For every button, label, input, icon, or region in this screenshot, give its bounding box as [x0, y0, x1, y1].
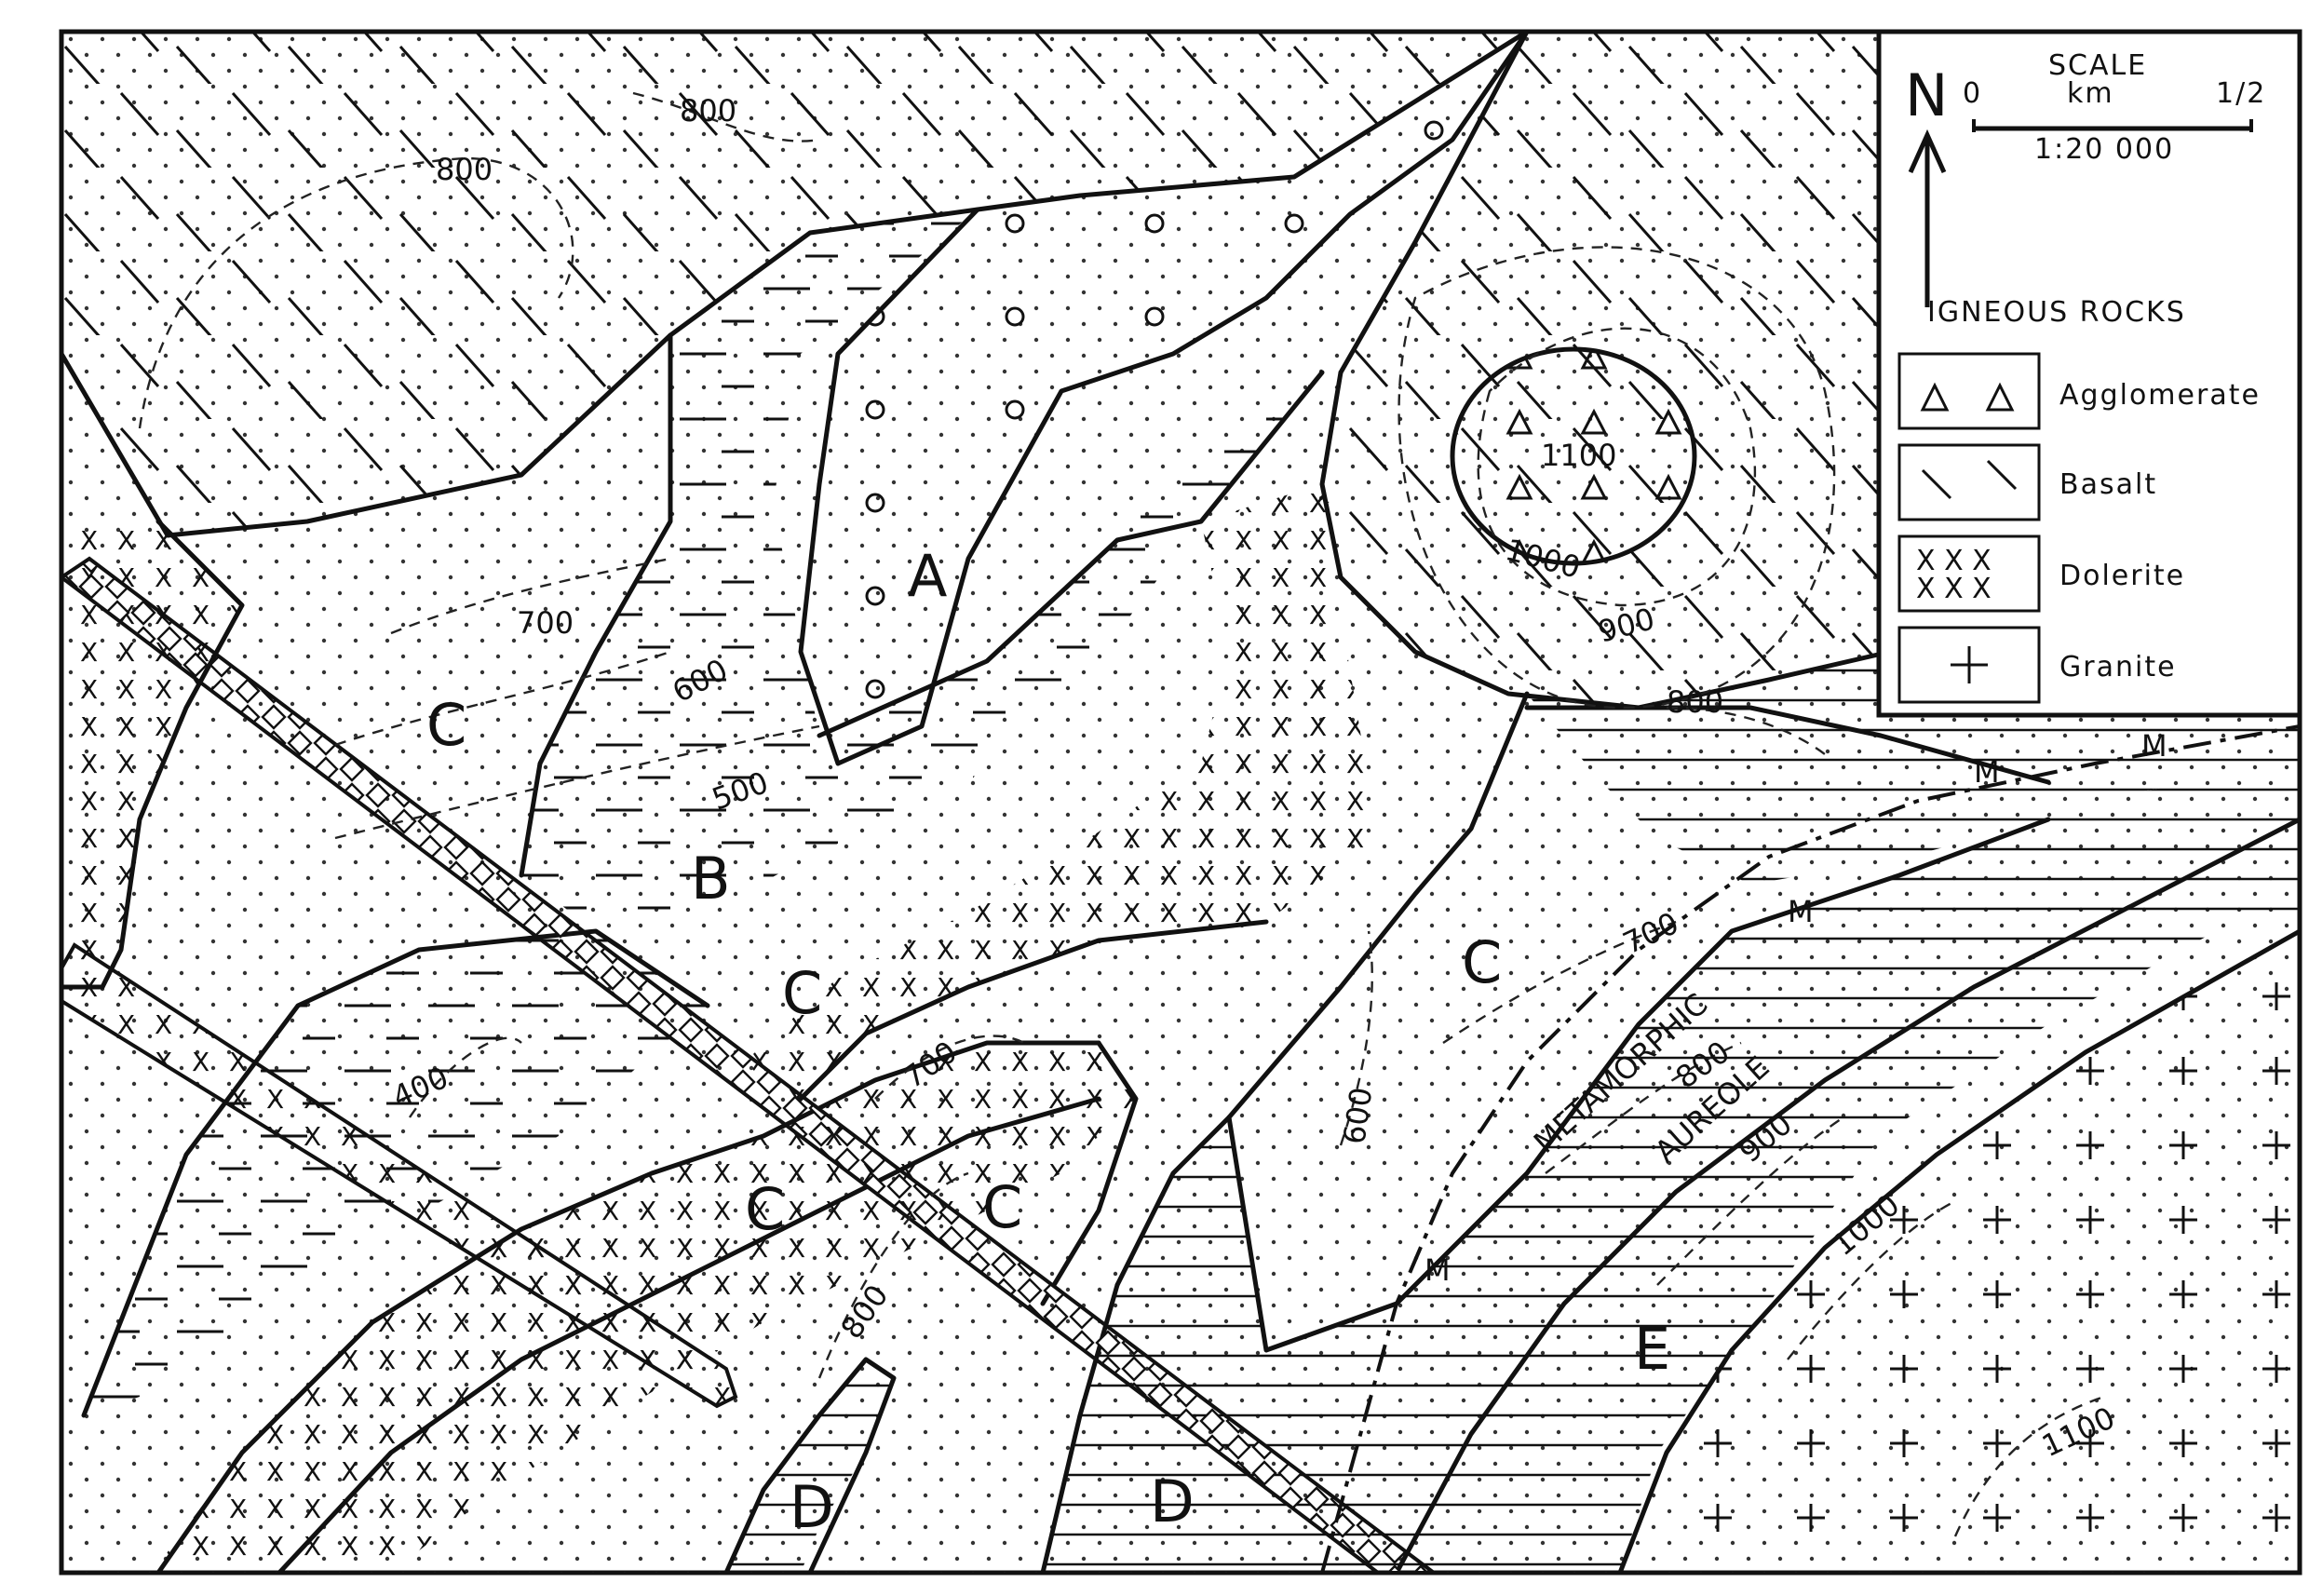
dolerite-dyke-south — [61, 942, 738, 1409]
contour-label-600: 600 — [1336, 1085, 1379, 1146]
contour-label-800: 800 — [680, 93, 736, 128]
contour-label-800: 800 — [1667, 684, 1723, 720]
legend-item-granite: Granite — [1897, 626, 2177, 704]
scale-end: 1/2 — [2216, 77, 2266, 110]
aureole-marker: M — [1974, 754, 2000, 790]
legend-item-dolerite: X X X X X X Dolerite — [1897, 534, 2185, 613]
scale-zero: 0 — [1963, 77, 1982, 110]
contour-label-700: 700 — [517, 605, 574, 641]
aureole-marker: M — [1788, 894, 1814, 929]
scale-unit: km — [2067, 77, 2114, 110]
unit-d-area — [1043, 764, 2300, 1573]
legend-label-dolerite: Dolerite — [2059, 560, 2185, 592]
unit-b-label: B — [691, 845, 731, 913]
scale-title: SCALE — [2048, 49, 2147, 82]
triangle-icon — [1920, 382, 2015, 412]
plus-icon — [1951, 646, 1988, 683]
north-label: N — [1905, 61, 1948, 129]
contour-label-800: 800 — [436, 152, 493, 187]
legend-label-agglomerate: Agglomerate — [2059, 379, 2261, 412]
cross-x-icon: X X X — [1916, 573, 1992, 605]
svg-text:X X X: X X X — [1916, 545, 1992, 577]
agglomerate-vent — [1450, 346, 1697, 566]
unit-d-fold — [726, 1359, 894, 1573]
unit-c-label-3: C — [745, 1175, 785, 1243]
contour-label-1100: 1100 — [1541, 438, 1616, 473]
dolerite-zone-central — [745, 484, 1378, 1108]
unit-c-label-1: C — [426, 691, 466, 759]
unit-e-label: E — [1634, 1315, 1670, 1383]
basalt-area-north — [61, 32, 1527, 535]
unit-c-label-5: C — [1462, 928, 1502, 996]
unit-d-label-2: D — [1150, 1468, 1195, 1535]
legend-item-agglomerate: Agglomerate — [1897, 352, 2261, 430]
north-arrow-icon — [1908, 128, 1947, 307]
unit-b-area — [521, 210, 1322, 931]
legend-label-basalt: Basalt — [2059, 468, 2157, 501]
unit-a-area — [801, 32, 1527, 764]
unit-c-label-2: C — [782, 959, 822, 1027]
legend-heading: IGNEOUS ROCKS — [1927, 296, 2186, 329]
legend-item-basalt: Basalt — [1897, 443, 2157, 521]
dolerite-dyke-main — [61, 556, 1438, 1573]
unit-a-label: A — [908, 542, 947, 610]
legend-label-granite: Granite — [2059, 651, 2177, 683]
unit-c-label-4: C — [982, 1173, 1022, 1241]
aureole-boundary — [1320, 724, 2300, 1573]
dash-icon — [1921, 459, 2018, 500]
legend-panel: N SCALE km 0 1/2 1:20 000 IGNEOUS ROCKS … — [1876, 29, 2302, 718]
aureole-marker: M — [1425, 1252, 1451, 1288]
granite-area — [1620, 931, 2300, 1573]
aureole-marker: M — [2141, 728, 2167, 764]
scale-ratio: 1:20 000 — [2034, 133, 2174, 166]
unit-d-label-1: D — [790, 1473, 834, 1541]
